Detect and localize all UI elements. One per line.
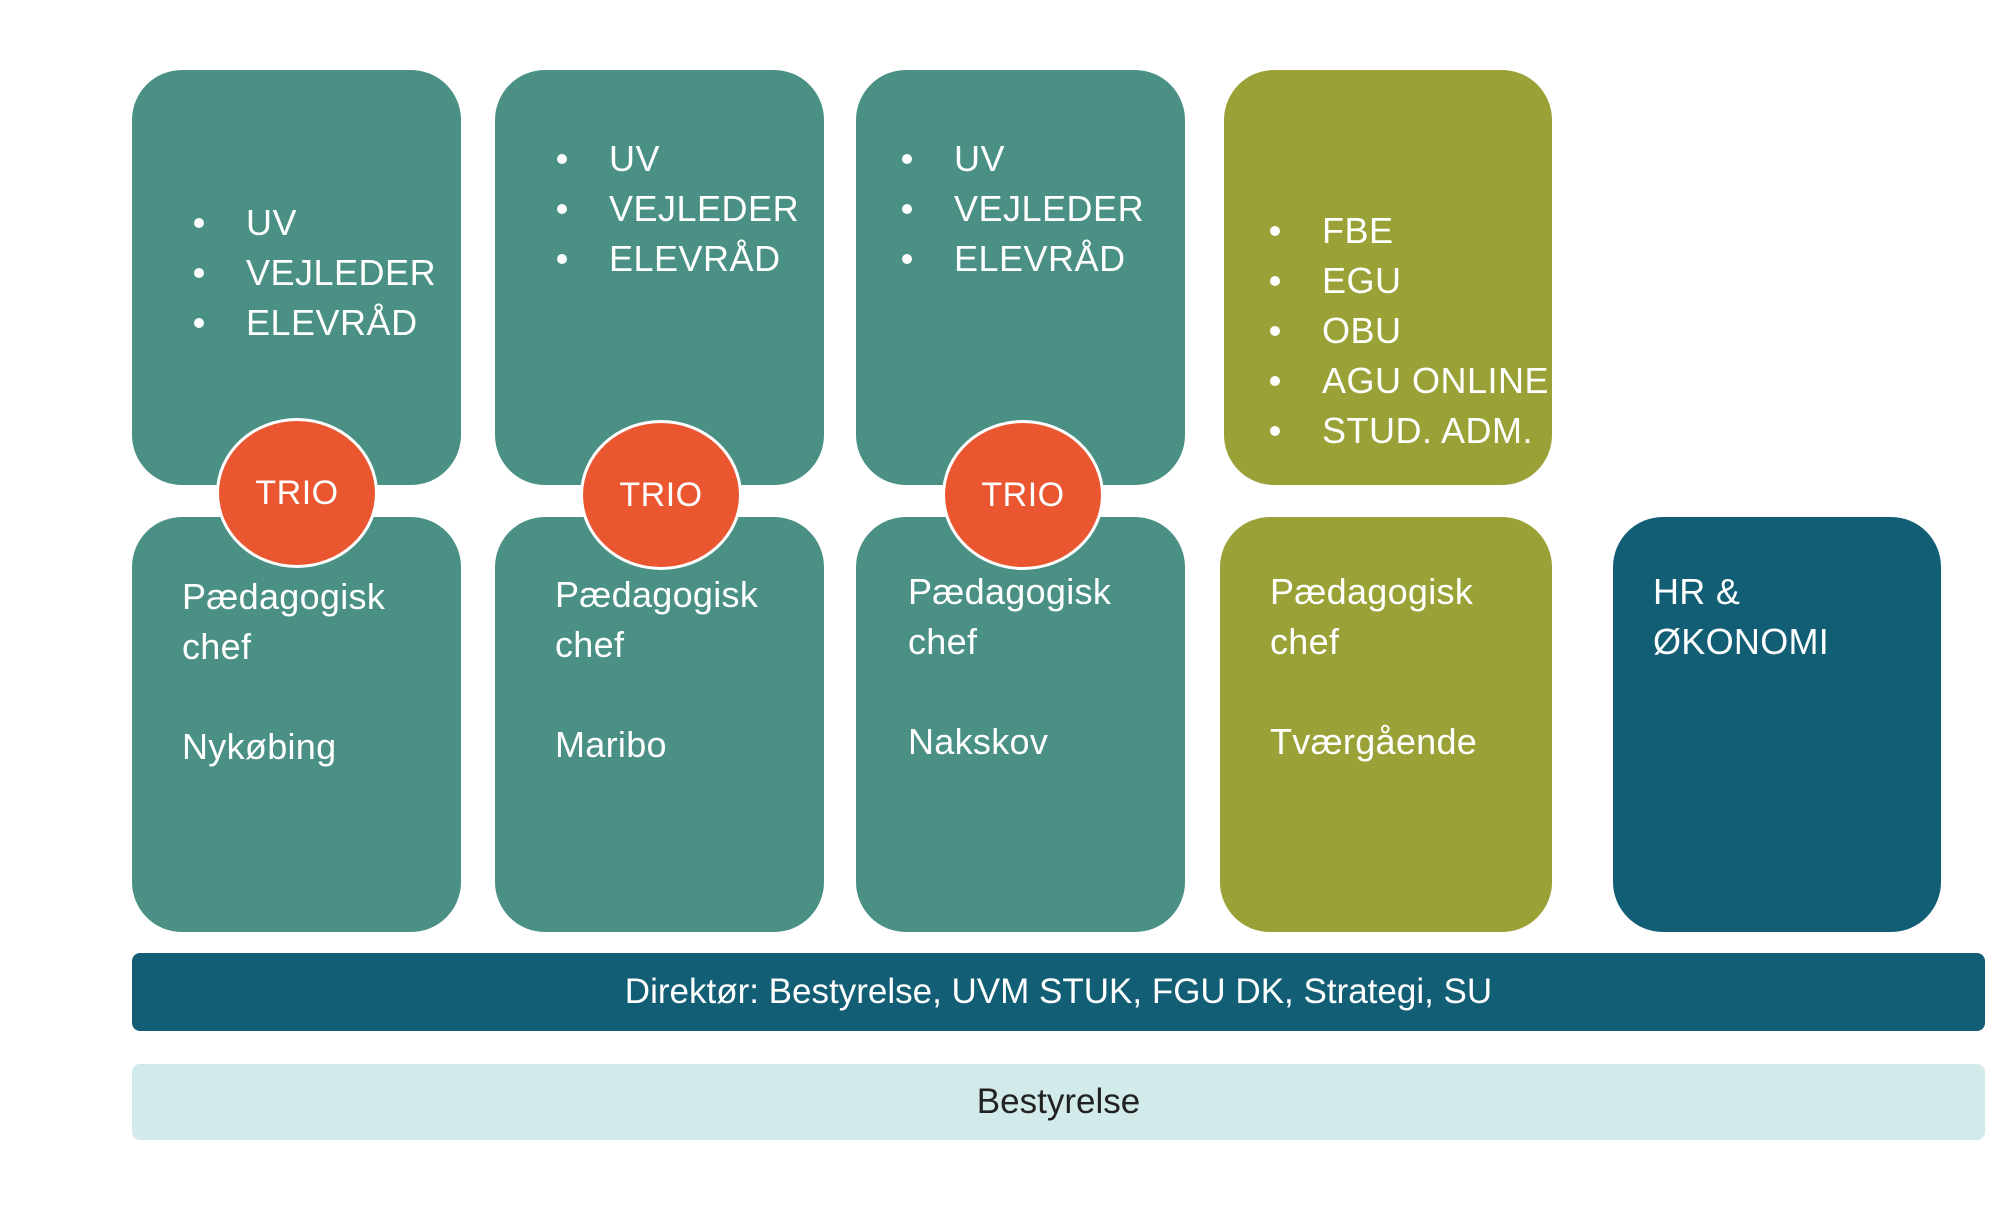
list-item: EGU xyxy=(1264,256,1549,306)
trio-label: TRIO xyxy=(981,475,1065,514)
unit-box-bottom-nakskov: Pædagogisk chef Nakskov xyxy=(856,517,1185,932)
director-bar: Direktør: Bestyrelse, UVM STUK, FGU DK, … xyxy=(132,953,1985,1031)
list-item: OBU xyxy=(1264,306,1549,356)
list-item: AGU ONLINE xyxy=(1264,356,1549,406)
trio-badge-maribo: TRIO xyxy=(580,420,742,570)
unit-box-bottom-maribo: Pædagogisk chef Maribo xyxy=(495,517,824,932)
bullet-list: UV VEJLEDER ELEVRÅD xyxy=(188,198,436,348)
bullet-list: UV VEJLEDER ELEVRÅD xyxy=(896,134,1144,284)
role-subtitle: chef xyxy=(555,624,625,665)
role-subtitle: chef xyxy=(908,621,978,662)
unit-label: Pædagogisk chef Nakskov xyxy=(908,567,1111,767)
role-title: Pædagogisk xyxy=(555,574,759,615)
hr-label: HR & ØKONOMI xyxy=(1653,567,1829,667)
list-item: UV xyxy=(188,198,436,248)
bullet-list: UV VEJLEDER ELEVRÅD xyxy=(551,134,799,284)
role-title: Pædagogisk xyxy=(182,576,386,617)
location-name: Maribo xyxy=(555,724,667,765)
trio-label: TRIO xyxy=(619,475,703,514)
unit-box-top-maribo: UV VEJLEDER ELEVRÅD xyxy=(495,70,824,485)
list-item: FBE xyxy=(1264,206,1549,256)
hr-line-2: ØKONOMI xyxy=(1653,621,1830,662)
trio-badge-nakskov: TRIO xyxy=(942,420,1104,570)
unit-box-top-nykobing: UV VEJLEDER ELEVRÅD xyxy=(132,70,461,485)
location-name: Nakskov xyxy=(908,721,1049,762)
role-title: Pædagogisk xyxy=(908,571,1112,612)
unit-label: Pædagogisk chef Maribo xyxy=(555,570,758,770)
location-name: Nykøbing xyxy=(182,726,337,767)
list-item: VEJLEDER xyxy=(896,184,1144,234)
role-subtitle: chef xyxy=(182,626,252,667)
list-item: ELEVRÅD xyxy=(896,234,1144,284)
board-bar-label: Bestyrelse xyxy=(976,1082,1141,1121)
list-item: UV xyxy=(551,134,799,184)
unit-box-top-tvaergaende: FBE EGU OBU AGU ONLINE STUD. ADM. xyxy=(1224,70,1552,485)
role-title: Pædagogisk xyxy=(1270,571,1474,612)
unit-box-bottom-tvaergaende: Pædagogisk chef Tværgående xyxy=(1220,517,1552,932)
unit-box-bottom-nykobing: Pædagogisk chef Nykøbing xyxy=(132,517,461,932)
board-bar: Bestyrelse xyxy=(132,1064,1985,1140)
location-name: Tværgående xyxy=(1270,721,1478,762)
trio-badge-nykobing: TRIO xyxy=(216,418,378,568)
list-item: STUD. ADM. xyxy=(1264,406,1549,456)
unit-label: Pædagogisk chef Nykøbing xyxy=(182,572,385,772)
list-item: ELEVRÅD xyxy=(551,234,799,284)
hr-line-1: HR & xyxy=(1653,571,1741,612)
bullet-list: FBE EGU OBU AGU ONLINE STUD. ADM. xyxy=(1264,206,1549,456)
hr-okonomi-box: HR & ØKONOMI xyxy=(1613,517,1941,932)
list-item: VEJLEDER xyxy=(188,248,436,298)
list-item: UV xyxy=(896,134,1144,184)
list-item: VEJLEDER xyxy=(551,184,799,234)
trio-label: TRIO xyxy=(255,473,339,512)
director-bar-label: Direktør: Bestyrelse, UVM STUK, FGU DK, … xyxy=(624,972,1493,1011)
list-item: ELEVRÅD xyxy=(188,298,436,348)
role-subtitle: chef xyxy=(1270,621,1340,662)
unit-label: Pædagogisk chef Tværgående xyxy=(1270,567,1477,767)
unit-box-top-nakskov: UV VEJLEDER ELEVRÅD xyxy=(856,70,1185,485)
